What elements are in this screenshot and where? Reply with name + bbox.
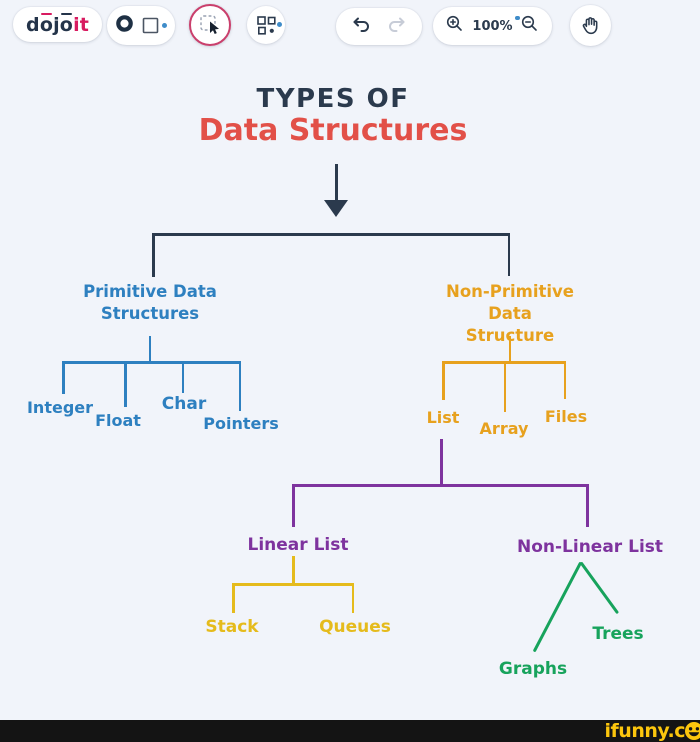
node-graphs: Graphs [498, 659, 568, 679]
drop-queues [351, 583, 355, 613]
select-cursor-icon [200, 15, 219, 34]
node-non-linear-list: Non-Linear List [516, 537, 664, 557]
undo-button[interactable] [351, 14, 372, 39]
drop-non-linear [586, 484, 589, 527]
linear-stub [292, 556, 295, 585]
node-float: Float [95, 411, 141, 430]
drop-linear [292, 484, 295, 527]
list-stub [440, 439, 443, 486]
title-arrow-shaft [334, 164, 338, 202]
watermark-bar: ifunny.c [0, 720, 700, 742]
drop-char [181, 361, 185, 393]
node-queues: Queues [319, 617, 391, 637]
drop-float [124, 361, 127, 407]
shapes-grid-icon [256, 15, 276, 35]
zoom-in-button[interactable] [445, 14, 465, 38]
primitive-branch-line [62, 361, 241, 364]
hand-icon [582, 16, 597, 34]
list-branch-line [292, 484, 588, 487]
draw-tools-group [107, 6, 175, 45]
root-branch-left-drop [152, 233, 155, 277]
history-group [336, 8, 422, 45]
linear-branch-line [232, 583, 354, 586]
node-trees: Trees [592, 624, 644, 644]
edge-trees [579, 561, 620, 615]
primitive-stub [148, 336, 152, 363]
zoom-dot [515, 15, 520, 20]
drop-integer [62, 361, 65, 394]
node-stack: Stack [205, 617, 259, 637]
shape-square-tool[interactable] [142, 17, 167, 34]
node-primitive: Primitive Data Structures [83, 282, 217, 323]
diagram-title-top: TYPES OF [256, 84, 410, 114]
select-tool-button[interactable] [189, 4, 231, 46]
node-non-primitive: Non-Primitive Data Structure [446, 282, 574, 345]
drop-list [442, 361, 445, 400]
node-list: List [426, 408, 460, 427]
node-integer: Integer [26, 398, 94, 417]
non-primitive-stub [508, 336, 512, 363]
diagram-title-main: Data Structures [198, 113, 468, 148]
zoom-level[interactable]: 100% [472, 15, 520, 34]
title-arrow-head [324, 200, 348, 217]
node-pointers: Pointers [203, 414, 279, 433]
drop-pointers [238, 361, 242, 411]
drop-array [503, 361, 507, 412]
edge-graphs [533, 561, 583, 653]
pan-hand-button[interactable] [570, 5, 611, 46]
templates-dot [277, 22, 282, 27]
node-char: Char [161, 394, 207, 414]
drop-stack [232, 583, 235, 613]
watermark-text: ifunny.c [604, 720, 686, 742]
node-files: Files [544, 407, 588, 426]
root-branch-right-drop [507, 233, 511, 276]
pen-ring-icon[interactable] [115, 14, 134, 37]
redo-button[interactable] [386, 14, 407, 39]
node-linear-list: Linear List [247, 535, 349, 555]
smiley-icon [685, 722, 700, 740]
root-branch-line [152, 233, 510, 236]
templates-button[interactable] [247, 6, 285, 44]
node-array: Array [479, 419, 529, 438]
zoom-group: 100% [433, 7, 552, 45]
square-tool-dot [162, 23, 167, 28]
zoom-out-button[interactable] [520, 14, 540, 38]
drop-files [563, 361, 567, 399]
